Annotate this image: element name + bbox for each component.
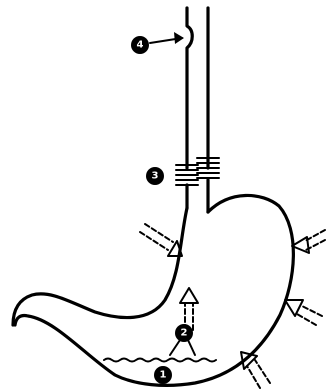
svg-text:4: 4 — [137, 40, 144, 51]
fluid-surface — [104, 359, 216, 362]
up-arrow — [180, 288, 198, 330]
esophagus-left-wall — [187, 8, 192, 168]
sphincter-coils — [176, 158, 219, 212]
pressure-arrow-left — [140, 224, 182, 256]
bubble-lines — [170, 340, 195, 355]
svg-text:2: 2 — [181, 328, 188, 339]
marker-4-pointer — [150, 32, 184, 44]
stomach-lesser-curvature — [13, 208, 187, 325]
stomach-greater-curvature — [15, 195, 293, 385]
marker-3: 3 — [146, 167, 164, 185]
svg-text:1: 1 — [160, 370, 167, 381]
pressure-arrow-right-mid — [285, 300, 322, 325]
svg-text:3: 3 — [152, 171, 159, 182]
pressure-arrow-right-top — [292, 230, 325, 253]
marker-2: 2 — [175, 324, 193, 342]
marker-1: 1 — [154, 366, 172, 384]
marker-4: 4 — [131, 36, 149, 54]
